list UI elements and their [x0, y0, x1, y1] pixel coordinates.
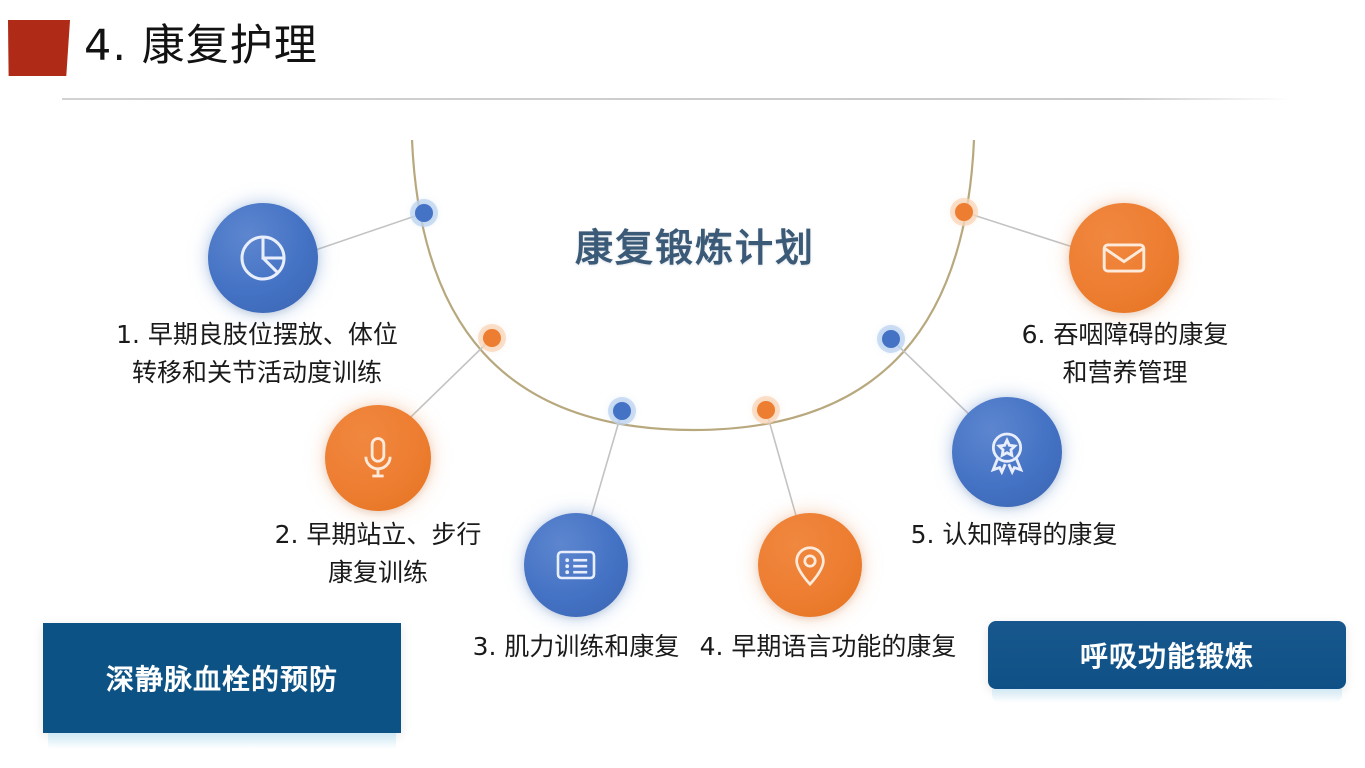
- arc-connector-layer: [291, 139, 1108, 566]
- node-caption-5: 5. 认知障碍的康复: [910, 520, 1118, 549]
- arc-dot-4: [757, 401, 775, 419]
- node-caption-2: 2. 早期站立、步行 康复训练: [274, 520, 482, 587]
- page-title: 4. 康复护理: [84, 21, 318, 71]
- node-circle-1[interactable]: [208, 203, 318, 313]
- diagram-center-title: 康复锻炼计划: [574, 226, 815, 270]
- arc-path: [410, 139, 976, 432]
- leader-lines: [291, 211, 1108, 566]
- banner-left-label: 深静脉血栓的预防: [105, 663, 338, 696]
- microphone-icon: [352, 432, 404, 484]
- header-accent-mark: [8, 20, 70, 76]
- node-caption-3: 3. 肌力训练和康复: [472, 632, 680, 661]
- node-circle-4[interactable]: [758, 513, 862, 617]
- banner-left-glow: [48, 733, 396, 749]
- node-circle-3[interactable]: [524, 513, 628, 617]
- map-pin-icon: [785, 540, 835, 590]
- node-circle-5[interactable]: [952, 397, 1062, 507]
- banner-right-label: 呼吸功能锻炼: [1079, 640, 1254, 673]
- arc-dot-3: [613, 402, 631, 420]
- banner-breathing-exercise[interactable]: 呼吸功能锻炼: [988, 621, 1346, 689]
- arc-dot-1: [415, 204, 433, 222]
- arc-dot-2: [483, 329, 501, 347]
- list-icon: [552, 541, 600, 589]
- title-divider: [62, 98, 1290, 100]
- node-caption-4: 4. 早期语言功能的康复: [699, 632, 957, 661]
- node-caption-1: 1. 早期良肢位摆放、体位 转移和关节活动度训练: [116, 320, 398, 387]
- node-circle-6[interactable]: [1069, 203, 1179, 313]
- pie-chart-icon: [235, 230, 291, 286]
- award-badge-icon: [981, 426, 1033, 478]
- arc-dot-6: [955, 203, 973, 221]
- node-circle-2[interactable]: [325, 405, 431, 511]
- node-caption-6: 6. 吞咽障碍的康复 和营养管理: [1021, 320, 1229, 387]
- rehab-plan-diagram: 康复锻炼计划 1. 早期良肢位摆放、体位 转移和关节活动度训练: [0, 110, 1365, 670]
- envelope-icon: [1097, 231, 1151, 285]
- banner-right-glow: [992, 689, 1342, 703]
- arc-dot-5: [882, 330, 900, 348]
- banner-dvt-prevention[interactable]: 深静脉血栓的预防: [43, 623, 401, 733]
